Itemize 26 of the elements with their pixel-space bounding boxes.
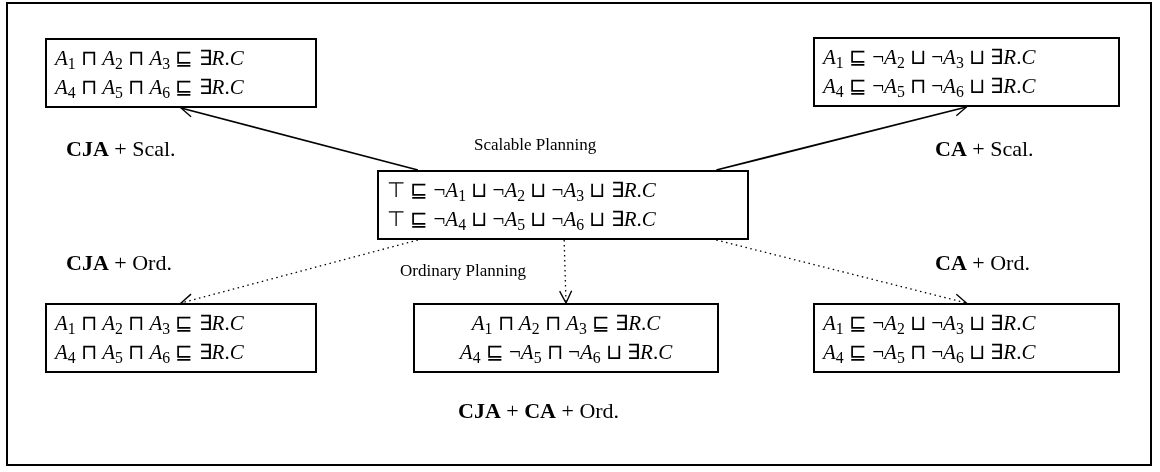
formula-box [413,303,719,373]
formula: ⊤ ⊑ ¬A$_{4}$ ⊔ ¬A$_{5}$ ⊔ ¬A$_{6}$ ⊔ ∃R.C [387,206,656,234]
formula: A$_{1}$ ⊓ A$_{2}$ ⊓ A$_{3}$ ⊑ ∃R.C [55,45,244,73]
formula: A$_{1}$ ⊑ ¬A$_{2}$ ⊔ ¬A$_{3}$ ⊔ ∃R.C [823,44,1036,72]
formula: A$_{1}$ ⊑ ¬A$_{2}$ ⊔ ¬A$_{3}$ ⊔ ∃R.C [823,310,1036,338]
formula: A$_{4}$ ⊑ ¬A$_{5}$ ⊓ ¬A$_{6}$ ⊔ ∃R.C [459,339,673,367]
formula-box [377,170,749,240]
formula: A$_{4}$ ⊓ A$_{5}$ ⊓ A$_{6}$ ⊑ ∃R.C [55,339,244,367]
formula-box [45,38,317,108]
formula: A$_{1}$ ⊓ A$_{2}$ ⊓ A$_{3}$ ⊑ ∃R.C [471,310,661,338]
formula: ⊤ ⊑ ¬A$_{1}$ ⊔ ¬A$_{2}$ ⊔ ¬A$_{3}$ ⊔ ∃R.C [387,177,656,205]
formula: A$_{4}$ ⊓ A$_{5}$ ⊓ A$_{6}$ ⊑ ∃R.C [55,74,244,102]
caption-label: CJA + Ord. [66,249,172,277]
caption-label: CA + Scal. [935,135,1034,163]
formula: A$_{4}$ ⊑ ¬A$_{5}$ ⊓ ¬A$_{6}$ ⊔ ∃R.C [823,339,1036,367]
caption-label: CA + Ord. [935,249,1030,277]
caption-label: Ordinary Planning [400,260,527,282]
formula: A$_{1}$ ⊓ A$_{2}$ ⊓ A$_{3}$ ⊑ ∃R.C [55,310,244,338]
caption-label: CJA + Scal. [66,135,176,163]
formula: A$_{4}$ ⊑ ¬A$_{5}$ ⊓ ¬A$_{6}$ ⊔ ∃R.C [823,73,1036,101]
caption-label: Scalable Planning [474,134,597,156]
formula-box [813,303,1120,373]
caption-label: CJA + CA + Ord. [458,397,620,425]
formula-box [813,37,1120,107]
formula-box [45,303,317,373]
dotted-arrow [558,239,573,304]
